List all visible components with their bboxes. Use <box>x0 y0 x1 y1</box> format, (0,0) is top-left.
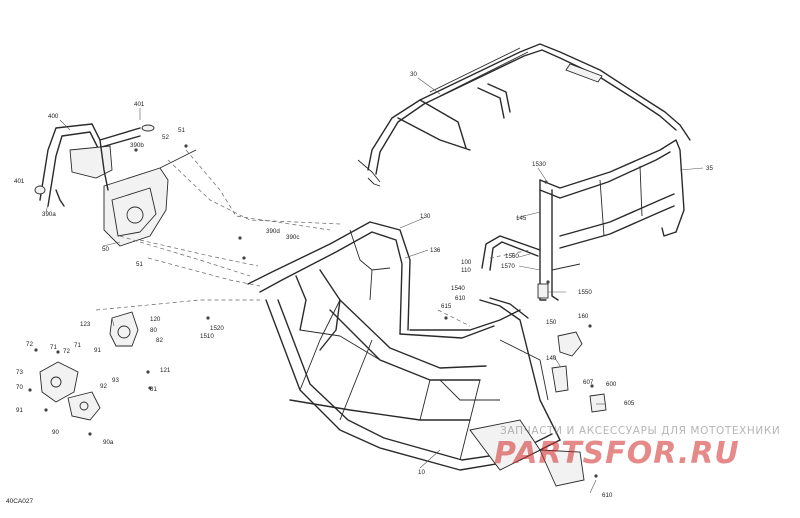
callout-71a: 71 <box>50 344 57 351</box>
callout-136: 136 <box>430 247 441 254</box>
callout-51-mid: 51 <box>136 261 143 268</box>
callout-400: 400 <box>48 113 59 120</box>
callout-120: 120 <box>150 316 161 323</box>
callout-145: 145 <box>516 215 527 222</box>
callout-70: 70 <box>16 384 23 391</box>
callout-390c: 390c <box>286 234 299 241</box>
left-mount-assembly <box>39 311 139 421</box>
callout-121: 121 <box>160 367 171 374</box>
callout-600: 600 <box>606 381 617 388</box>
callout-610: 610 <box>455 295 466 302</box>
front-bumper <box>34 123 155 207</box>
right-small-parts <box>551 331 607 413</box>
callout-401-left: 401 <box>14 178 25 185</box>
callout-72a: 72 <box>26 341 33 348</box>
callout-1510: 1510 <box>200 333 214 340</box>
callout-82: 82 <box>156 337 163 344</box>
callout-123: 123 <box>80 321 91 328</box>
callout-610b: 610 <box>602 492 613 499</box>
callout-615: 615 <box>441 303 452 310</box>
callout-160: 160 <box>578 313 589 320</box>
dashed-reference-lines <box>95 149 531 327</box>
callout-leaders <box>45 77 704 494</box>
callout-1530: 1530 <box>532 161 546 168</box>
callout-390b: 390b <box>130 142 144 149</box>
callout-1540: 1540 <box>451 285 465 292</box>
callout-91a: 91 <box>94 347 101 354</box>
grab-handle <box>481 235 541 271</box>
roll-cage-upper <box>357 43 691 187</box>
callout-50: 50 <box>102 246 109 253</box>
callout-92: 92 <box>100 383 107 390</box>
callout-150: 150 <box>546 319 557 326</box>
callout-140: 140 <box>546 355 557 362</box>
callout-390d: 390d <box>266 228 280 235</box>
callout-52: 52 <box>162 134 169 141</box>
callout-90a: 90a <box>103 439 114 446</box>
callout-80: 80 <box>150 327 157 334</box>
callout-81: 81 <box>150 386 157 393</box>
callout-607: 607 <box>583 379 594 386</box>
callout-90: 90 <box>52 429 59 436</box>
callout-1520: 1520 <box>210 325 224 332</box>
callout-35: 35 <box>706 165 713 172</box>
callout-labels: 30 35 1530 145 130 136 390d 390c 401 400… <box>14 71 713 499</box>
diagram-code: 40CA027 <box>6 498 34 505</box>
callout-93: 93 <box>112 377 119 384</box>
watermark-logo: PARTSFOR.RU <box>494 436 740 471</box>
callout-10: 10 <box>418 469 425 476</box>
callout-605: 605 <box>624 400 635 407</box>
main-frame <box>247 221 585 487</box>
callout-72b: 72 <box>63 348 70 355</box>
callout-401-top: 401 <box>134 101 145 108</box>
callout-71b: 71 <box>74 342 81 349</box>
callout-1550: 1550 <box>578 289 592 296</box>
fastener-markers <box>28 144 598 478</box>
callout-30: 30 <box>410 71 417 78</box>
callout-100: 100 <box>461 259 472 266</box>
callout-130: 130 <box>420 213 431 220</box>
roll-cage-rear <box>537 139 685 301</box>
callout-390a: 390a <box>42 211 56 218</box>
callout-91b: 91 <box>16 407 23 414</box>
callout-1570: 1570 <box>501 263 515 270</box>
callout-73: 73 <box>16 369 23 376</box>
watermark-tagline: ЗАПЧАСТИ И АКСЕССУАРЫ ДЛЯ МОТОТЕХНИКИ <box>500 425 781 437</box>
callout-51-top: 51 <box>178 127 185 134</box>
callout-110: 110 <box>461 267 471 274</box>
front-bracket <box>103 149 197 247</box>
callout-1560: 1560 <box>505 253 519 260</box>
